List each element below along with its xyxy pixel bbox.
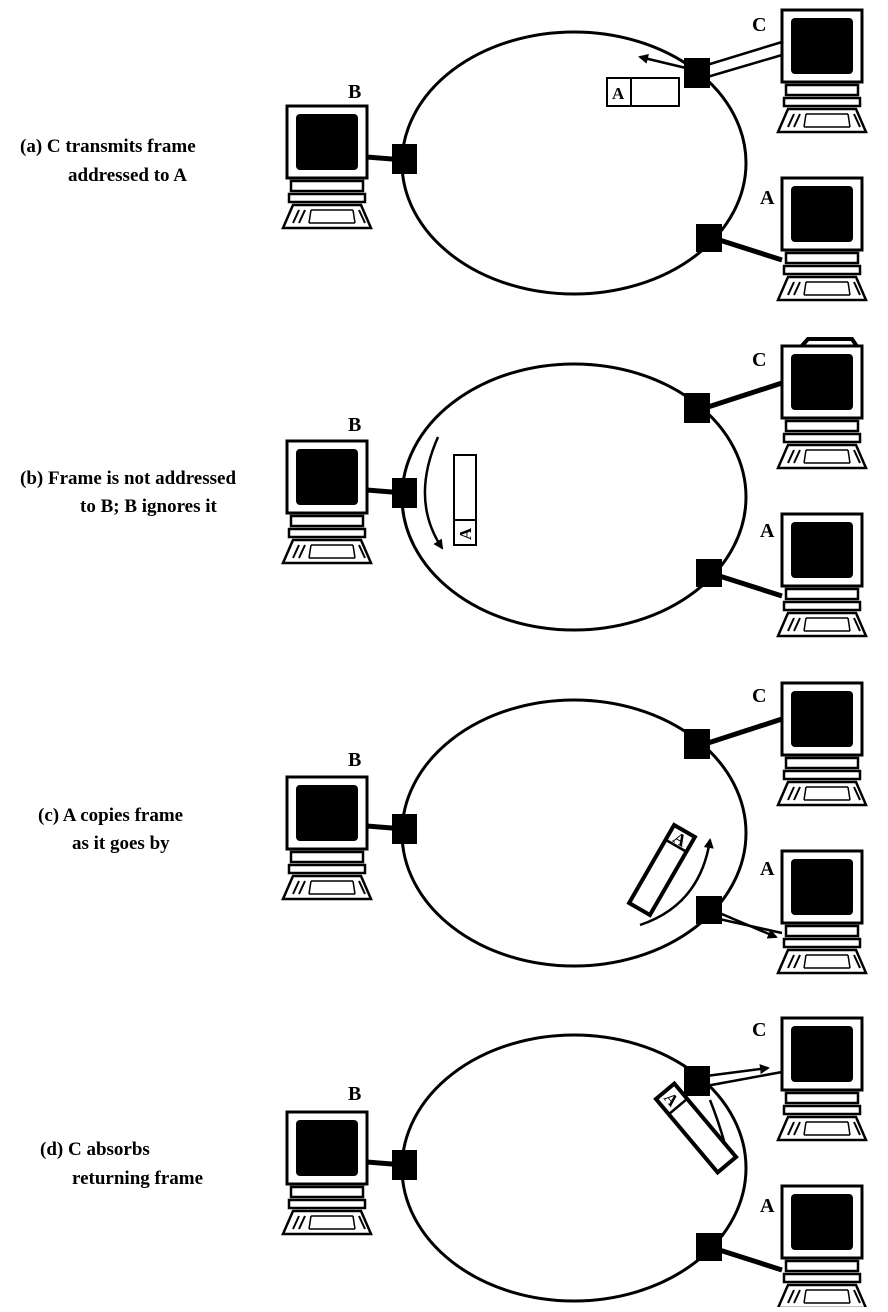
panel-b-tap-b (392, 478, 417, 508)
panel-b-direction-arrow (423, 436, 444, 550)
panel-c-direction-arrow (639, 838, 714, 927)
panel-a-computer-b-icon (281, 104, 373, 230)
panel-c-frame: A (626, 822, 698, 918)
panel-c-computer-a-icon (776, 849, 868, 975)
panel-a-tap-a (696, 224, 722, 252)
panel-d-frame: A (653, 1080, 739, 1176)
panel-d-label-b: B (348, 1083, 361, 1105)
panel-d-computer-b-icon (281, 1110, 373, 1236)
panel-d: (d) C absorbs returning frame B C A A (40, 1016, 868, 1310)
panel-a-computer-a-icon (776, 176, 868, 302)
panel-c-computer-b-icon (281, 775, 373, 901)
panel-d-tap-b (392, 1150, 417, 1180)
panel-b-label-a: A (760, 520, 775, 542)
panel-a-label-c: C (752, 14, 766, 36)
panel-d-tap-a (696, 1233, 722, 1261)
panel-b: (b) Frame is not addressed to B; B ignor… (20, 337, 868, 638)
panel-b-label-c: C (752, 349, 766, 371)
panel-a-label-a: A (760, 187, 775, 209)
panel-a-label-b: B (348, 81, 361, 103)
panel-c-computer-c-icon (776, 681, 868, 807)
panel-d-caption-line1: (d) C absorbs (40, 1139, 150, 1160)
panel-b-caption-line2: to B; B ignores it (80, 496, 218, 517)
panel-c-label-c: C (752, 685, 766, 707)
panel-d-label-a: A (760, 1195, 775, 1217)
panel-d-computer-a-icon (776, 1184, 868, 1310)
panel-b-label-b: B (348, 414, 361, 436)
panel-a-tap-b (392, 144, 417, 174)
panel-a-tap-c (684, 58, 710, 88)
panel-c-label-a: A (760, 858, 775, 880)
panel-a-caption-line2: addressed to A (68, 165, 187, 186)
panel-c-tap-a (696, 896, 722, 924)
panel-b-computer-a-icon (776, 512, 868, 638)
panel-c-tap-b (392, 814, 417, 844)
panel-c: (c) A copies frame as it goes by B C A A (38, 681, 868, 975)
panel-b-frame: A (453, 454, 477, 546)
panel-a-frame: A (606, 77, 680, 107)
panel-c-caption-line2: as it goes by (72, 833, 170, 854)
panel-a-computer-c-icon (776, 8, 868, 134)
panel-a-frame-address: A (612, 84, 625, 103)
panel-a-caption-line1: (a) C transmits frame (20, 136, 196, 157)
panel-a-direction-arrow (638, 53, 687, 70)
panel-d-tap-c (684, 1066, 710, 1096)
panel-c-tap-c (684, 729, 710, 759)
panel-b-frame-address: A (456, 527, 475, 540)
panel-b-computer-b-icon (281, 439, 373, 565)
panel-c-label-b: B (348, 749, 361, 771)
panel-d-label-c: C (752, 1019, 766, 1041)
panel-d-caption-line2: returning frame (72, 1168, 203, 1189)
panel-c-caption-line1: (c) A copies frame (38, 805, 183, 826)
panel-a: (a) C transmits frame addressed to A B C… (20, 8, 868, 302)
panel-d-computer-c-icon (776, 1016, 868, 1142)
panel-b-tap-a (696, 559, 722, 587)
panel-b-computer-c-icon (776, 344, 868, 470)
panel-b-tap-c (684, 393, 710, 423)
panel-b-caption-line1: (b) Frame is not addressed (20, 468, 236, 489)
